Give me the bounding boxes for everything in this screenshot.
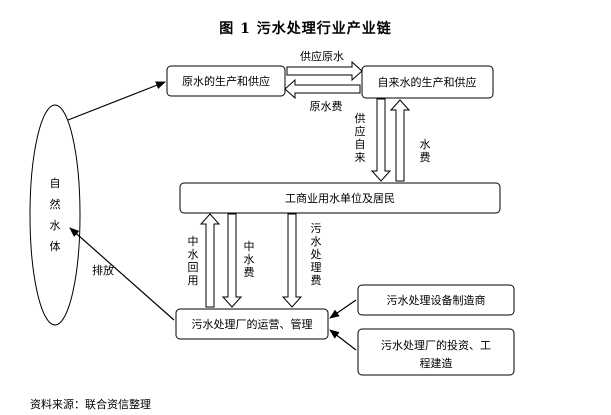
node-tap-water: 自来水的生产和供应 [361,65,494,99]
reclaimed-return-char-4: 用 [188,274,199,287]
nature-char-4: 体 [50,239,61,253]
reclaimed-fee-char-2: 水 [244,253,255,266]
reclaimed-fee-char-1: 中 [244,240,255,253]
arrow-raw-fee [284,78,361,100]
supply-raw-label: 供应原水 [300,49,344,63]
tap-water-label: 自来水的生产和供应 [378,75,477,89]
arrow-reclaimed-fee [221,213,243,308]
node-raw-water: 原水的生产和供应 [166,65,286,97]
arrow-nature-to-raw [67,81,166,121]
discharge-label: 排放 [92,263,114,277]
node-plant: 污水处理厂的运营、管理 [175,308,329,340]
arrow-reclaimed-return [199,213,221,308]
supply-tap-char-3: 自 [355,138,366,151]
nature-char-3: 水 [50,219,61,232]
sewage-fee-char-4: 理 [311,261,322,274]
supply-tap-char-1: 供 [355,111,366,125]
investment-label-line1: 污水处理厂的投资、工 [381,338,491,352]
node-equipment: 污水处理设备制造商 [357,284,515,316]
equipment-label: 污水处理设备制造商 [387,293,486,307]
arrow-water-fee [389,99,411,182]
investment-label-line2: 程建造 [420,356,453,370]
supply-tap-char-2: 应 [355,124,366,138]
node-nature: 自 然 水 体 [29,104,81,326]
nature-char-1: 自 [50,177,61,190]
reclaimed-return-char-3: 回 [188,261,199,274]
supply-tap-char-4: 来 [355,151,366,164]
arrow-investment-to-plant [329,329,357,351]
arrow-plant-to-nature [69,227,175,321]
reclaimed-fee-char-3: 费 [244,266,255,279]
arrow-supply-tap [370,98,392,182]
sewage-fee-char-5: 费 [311,274,322,287]
water-fee-char-2: 费 [420,151,431,164]
users-label: 工商业用水单位及居民 [285,191,395,205]
arrow-sewage-fee [281,213,303,308]
node-users: 工商业用水单位及居民 [179,182,501,214]
water-fee-char-1: 水 [420,138,431,151]
plant-label: 污水处理厂的运营、管理 [192,317,313,331]
sewage-fee-char-3: 处 [311,248,322,261]
sewage-fee-char-1: 污 [311,222,322,235]
source-note: 资料来源：联合资信整理 [30,398,151,411]
arrow-supply-raw [286,60,363,82]
arrow-equipment-to-plant [329,299,357,319]
node-investment: 污水处理厂的投资、工 程建造 [357,328,515,376]
reclaimed-return-char-2: 水 [188,248,199,261]
nature-char-2: 然 [50,197,61,211]
diagram-title: 图 1 污水处理行业产业链 [219,21,392,37]
reclaimed-return-char-1: 中 [188,235,199,248]
raw-fee-label: 原水费 [310,100,343,113]
raw-water-label: 原水的生产和供应 [182,74,270,88]
sewage-fee-char-2: 水 [311,235,322,248]
